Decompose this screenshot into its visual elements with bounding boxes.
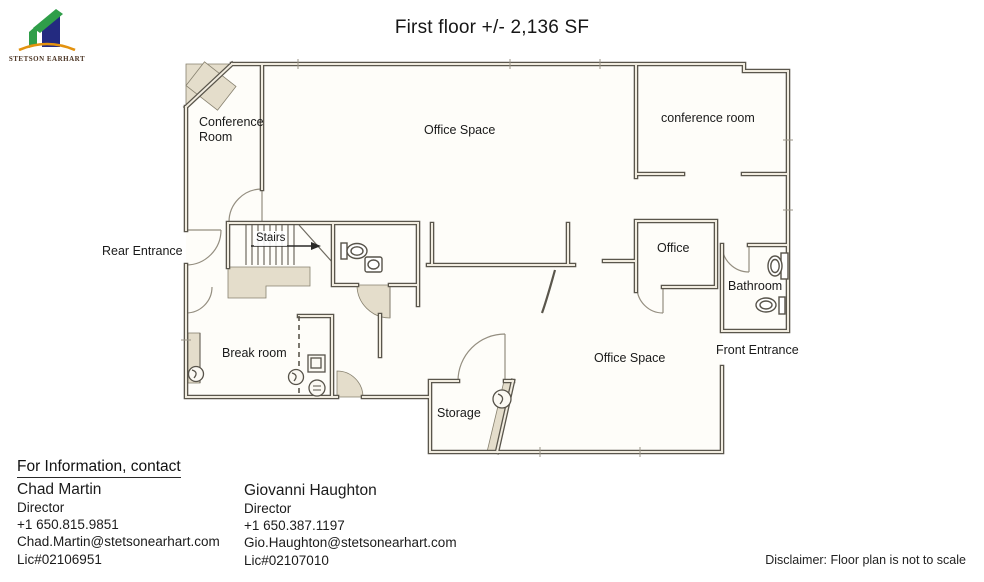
door-swings — [185, 188, 750, 382]
contact-phone: +1 650.815.9851 — [17, 517, 119, 533]
company-name: STETSON EARHART — [8, 55, 86, 63]
room-label-bathroom: Bathroom — [728, 279, 783, 293]
building-logo-icon — [18, 9, 76, 52]
room-label-front-entrance: Front Entrance — [716, 343, 799, 357]
sink-icon — [364, 256, 383, 273]
room-label-office-space-bottom: Office Space — [594, 351, 666, 365]
contact-title: Director — [17, 500, 65, 515]
contact-email: Chad.Martin@stetsonearhart.com — [17, 534, 220, 550]
window-ticks — [181, 59, 793, 457]
partition-diagonal — [540, 269, 557, 314]
contact-name: Chad Martin — [17, 481, 102, 498]
sink-icon — [767, 252, 789, 280]
utility-fixtures — [307, 354, 326, 397]
contact-title: Director — [244, 501, 292, 516]
page-title: First floor +/- 2,136 SF — [394, 17, 590, 38]
room-label-conference-room: Conference Room — [199, 115, 264, 144]
round-fixture-icons — [187, 365, 512, 409]
contact-license: Lic#02106951 — [17, 551, 102, 567]
contact-license: Lic#02107010 — [244, 552, 329, 568]
contact-heading: For Information, contact — [17, 458, 181, 478]
room-label-rear-entrance: Rear Entrance — [102, 244, 183, 258]
contact-email: Gio.Haughton@stetsonearhart.com — [244, 535, 457, 551]
contact-name: Giovanni Haughton — [244, 482, 377, 499]
room-label-break-room: Break room — [222, 346, 287, 360]
toilet-icon — [340, 242, 368, 260]
room-label-office-space-top: Office Space — [424, 123, 496, 137]
disclaimer-text: Disclaimer: Floor plan is not to scale — [765, 553, 966, 567]
room-label-storage: Storage — [437, 406, 481, 420]
toilet-icon — [755, 296, 786, 315]
contact-card: Chad Martin Director +1 650.815.9851 Cha… — [17, 480, 247, 568]
stairs-direction-arrow — [251, 242, 321, 250]
room-label-office: Office — [657, 241, 690, 255]
contact-card: Giovanni Haughton Director +1 650.387.11… — [244, 481, 474, 569]
contact-phone: +1 650.387.1197 — [244, 518, 345, 534]
room-label-conference-room-2: conference room — [661, 111, 755, 125]
company-logo: STETSON EARHART — [8, 5, 86, 63]
room-label-stairs: Stairs — [254, 231, 288, 246]
